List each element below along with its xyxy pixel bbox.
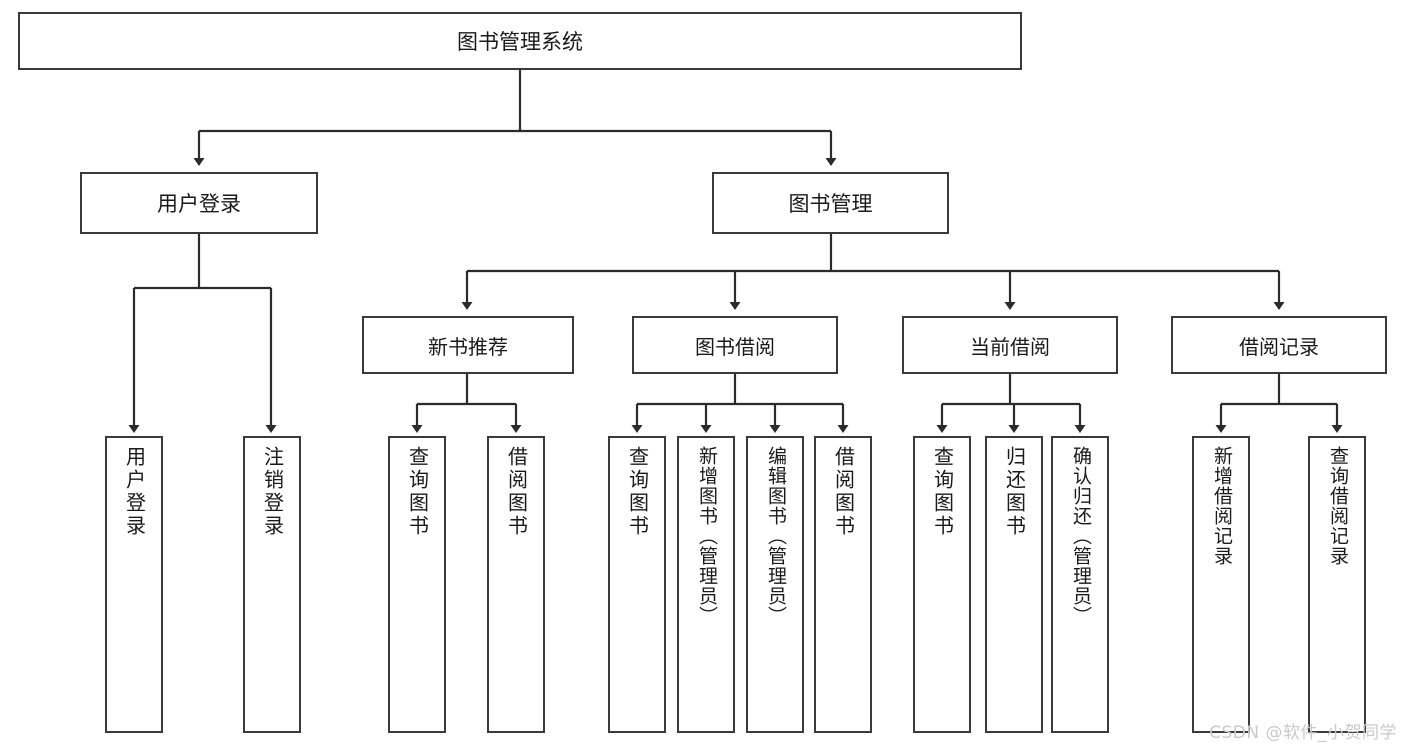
node-current-borrow[interactable]: 当前借阅 <box>902 316 1118 374</box>
leaf-query-book-recommend[interactable]: 查询图书 <box>388 436 446 733</box>
node-label: 用户登录 <box>157 192 241 216</box>
csdn-watermark: CSDN @软件_小贺同学 <box>1209 723 1397 743</box>
leaf-user-login[interactable]: 用户登录 <box>105 436 163 733</box>
leaf-return-book[interactable]: 归还图书 <box>985 436 1043 733</box>
leaf-add-book-admin[interactable]: 新增图书（管理员） <box>677 436 735 733</box>
leaf-query-borrow-record[interactable]: 查询借阅记录 <box>1308 436 1366 733</box>
leaf-label: 确认归还（管理员） <box>1069 446 1092 626</box>
node-new-book-recommend[interactable]: 新书推荐 <box>362 316 574 374</box>
leaf-label: 新增借阅记录 <box>1210 446 1233 566</box>
leaf-logout[interactable]: 注销登录 <box>243 436 301 733</box>
leaf-label: 借阅图书 <box>504 446 529 538</box>
node-label: 图书借阅 <box>695 334 775 359</box>
node-label: 图书管理系统 <box>457 30 583 54</box>
leaf-query-book-current[interactable]: 查询图书 <box>913 436 971 733</box>
leaf-label: 查询图书 <box>405 446 430 538</box>
leaf-add-borrow-record[interactable]: 新增借阅记录 <box>1192 436 1250 733</box>
leaf-label: 编辑图书（管理员） <box>764 446 787 626</box>
leaf-label: 用户登录 <box>122 446 147 538</box>
leaf-label: 新增图书（管理员） <box>695 446 718 626</box>
node-label: 借阅记录 <box>1239 334 1319 359</box>
leaf-label: 归还图书 <box>1002 446 1027 538</box>
node-label: 当前借阅 <box>970 334 1050 359</box>
node-user-login[interactable]: 用户登录 <box>80 172 318 234</box>
leaf-confirm-return-admin[interactable]: 确认归还（管理员） <box>1051 436 1109 733</box>
leaf-query-book-borrow[interactable]: 查询图书 <box>608 436 666 733</box>
node-root-book-management-system[interactable]: 图书管理系统 <box>18 12 1022 70</box>
leaf-label: 查询图书 <box>930 446 955 538</box>
node-book-management[interactable]: 图书管理 <box>712 172 949 234</box>
node-label: 图书管理 <box>788 192 873 216</box>
leaf-label: 查询图书 <box>625 446 650 538</box>
node-book-borrow[interactable]: 图书借阅 <box>632 316 838 374</box>
node-label: 新书推荐 <box>428 334 508 359</box>
leaf-borrow-book[interactable]: 借阅图书 <box>814 436 872 733</box>
leaf-edit-book-admin[interactable]: 编辑图书（管理员） <box>746 436 804 733</box>
leaf-label: 借阅图书 <box>831 446 856 538</box>
leaf-label: 注销登录 <box>260 446 285 538</box>
leaf-borrow-book-recommend[interactable]: 借阅图书 <box>487 436 545 733</box>
leaf-label: 查询借阅记录 <box>1326 446 1349 566</box>
node-borrow-record[interactable]: 借阅记录 <box>1171 316 1387 374</box>
